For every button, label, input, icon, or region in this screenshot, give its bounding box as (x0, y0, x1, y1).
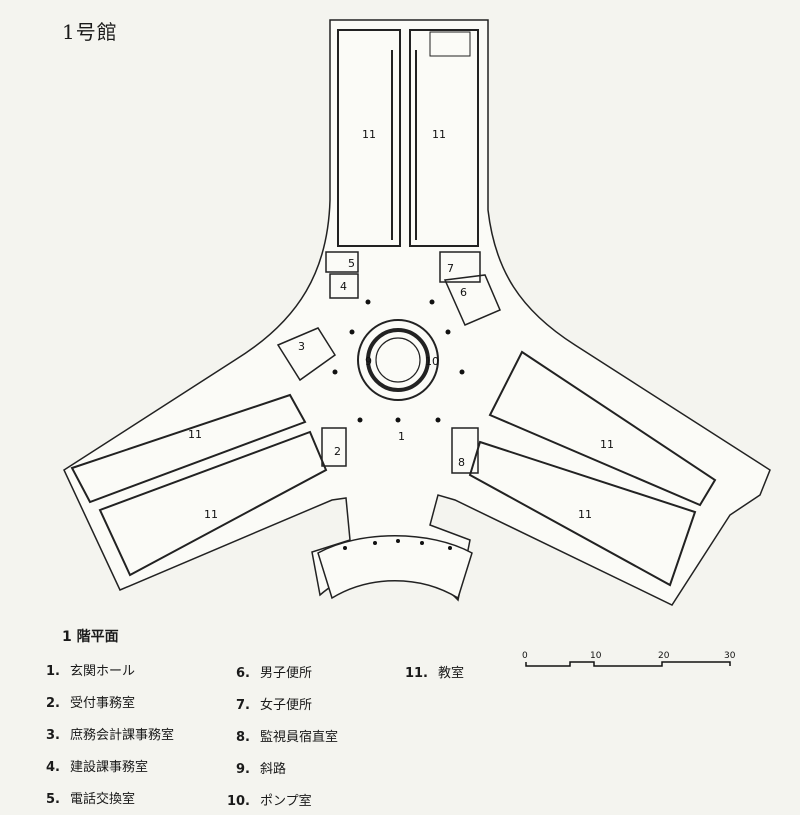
small-rooms (276, 251, 501, 474)
classroom-north-left (337, 29, 401, 247)
legend-item-10: 10.ポンプ室 (226, 794, 312, 809)
east-wing (468, 350, 717, 587)
legend-item-4: 4.建設課事務室 (46, 760, 149, 775)
classroom-west-upper (70, 393, 307, 504)
stair-north (429, 31, 471, 57)
west-wing (70, 393, 328, 577)
room-label-11-nr: 11 (432, 128, 446, 141)
classroom-north-right (409, 29, 479, 247)
room-label-11-eu: 11 (600, 438, 614, 451)
classroom-east-lower (468, 440, 697, 587)
room-3 (276, 327, 337, 382)
ramp-inner-ring (366, 328, 430, 392)
room-label-6: 6 (460, 286, 467, 299)
room-label-3: 3 (298, 340, 305, 353)
room-label-5: 5 (348, 257, 355, 270)
legend-item-2: 2.受付事務室 (46, 696, 136, 711)
room-label-11-wl: 11 (204, 508, 218, 521)
classroom-west-lower (98, 430, 328, 577)
room-label-8: 8 (458, 456, 465, 469)
legend-item-8: 8.監視員宿直室 (236, 730, 339, 745)
floor-plan: 11 11 11 11 11 11 1 2 3 4 5 6 7 8 9 10 (63, 19, 771, 606)
north-wing (337, 29, 479, 247)
room-label-9: 9 (365, 355, 372, 368)
room-label-2: 2 (334, 445, 341, 458)
scale-tick-10: 10 (590, 651, 602, 661)
legend-item-5: 5.電話交換室 (46, 792, 136, 807)
legend-item-7: 7.女子便所 (236, 698, 313, 713)
room-label-11-el: 11 (578, 508, 592, 521)
legend-item-6: 6.男子便所 (236, 666, 313, 681)
legend-item-9: 9.斜路 (236, 762, 287, 777)
room-2 (321, 427, 347, 467)
room-label-1: 1 (398, 430, 405, 443)
columns (332, 299, 465, 550)
legend-item-11: 11.教室 (404, 666, 465, 681)
scale-tick-30: 30 (724, 651, 736, 661)
legend-item-1: 1.玄関ホール (46, 664, 136, 679)
room-8 (451, 427, 479, 474)
room-5 (325, 251, 359, 273)
entrance-canopy (317, 535, 473, 600)
pump-room-ring (375, 337, 421, 383)
room-label-11-wu: 11 (188, 428, 202, 441)
legend-item-3: 3.庶務会計課事務室 (46, 728, 175, 743)
room-label-11-nl: 11 (362, 128, 376, 141)
room-4 (329, 273, 359, 299)
room-label-10: 10 (425, 355, 439, 368)
classroom-east-upper (488, 350, 717, 507)
room-label-4: 4 (340, 280, 347, 293)
building-title: 1号館 (62, 20, 118, 44)
scale-bar: 0 10 20 30 (522, 651, 736, 667)
ramp-outer-ring (357, 319, 439, 401)
room-label-7: 7 (447, 262, 454, 275)
scale-tick-0: 0 (522, 651, 528, 661)
room-6 (443, 274, 501, 326)
plan-title: 1 階平面 (62, 629, 119, 645)
room-7 (439, 251, 481, 283)
scale-tick-20: 20 (658, 651, 670, 661)
